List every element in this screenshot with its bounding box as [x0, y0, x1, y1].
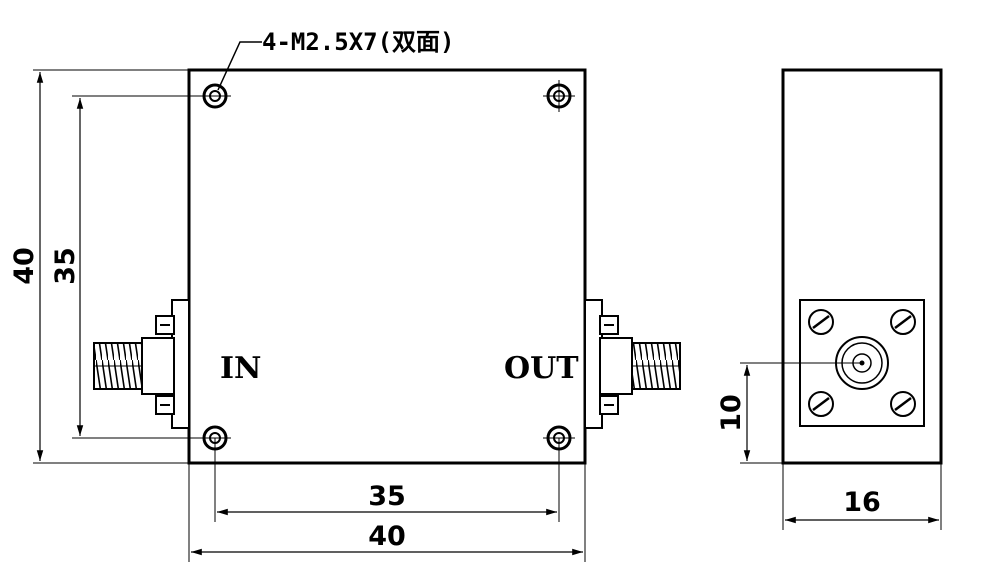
side-view: 10 16	[716, 68, 943, 530]
flange-screw-top-left	[808, 309, 834, 335]
dim-hole-pitch-horizontal-value: 35	[368, 481, 406, 512]
dim-body-width-value: 40	[368, 521, 406, 552]
input-port-label: IN	[220, 351, 261, 386]
output-sma-connector	[584, 299, 681, 429]
mounting-hole-top-right	[543, 80, 575, 112]
hole-callout: 4-M2.5X7(双面)	[217, 28, 455, 91]
front-view: 4-M2.5X7(双面) IN OUT	[9, 28, 681, 562]
flange-screw-bottom-right	[890, 391, 916, 417]
dim-body-depth: 16	[782, 463, 942, 530]
input-sma-connector	[93, 299, 190, 429]
dim-body-height: 40	[9, 69, 189, 464]
dim-body-height-value: 40	[9, 247, 40, 285]
flange-screw-bottom-left	[808, 391, 834, 417]
dim-body-width: 40	[188, 463, 586, 562]
dim-connector-height-value: 10	[716, 394, 747, 432]
dim-connector-height: 10	[716, 362, 862, 464]
flange-screw-top-right	[890, 309, 916, 335]
body-outline	[187, 68, 587, 465]
dim-body-depth-value: 16	[843, 487, 881, 518]
dim-hole-pitch-horizontal: 35	[214, 438, 560, 522]
side-body-outline	[781, 68, 943, 465]
dim-hole-pitch-vertical-value: 35	[50, 247, 81, 285]
hole-callout-text: 4-M2.5X7(双面)	[262, 28, 455, 56]
output-port-label: OUT	[504, 351, 579, 386]
dim-hole-pitch-vertical: 35	[50, 95, 215, 439]
